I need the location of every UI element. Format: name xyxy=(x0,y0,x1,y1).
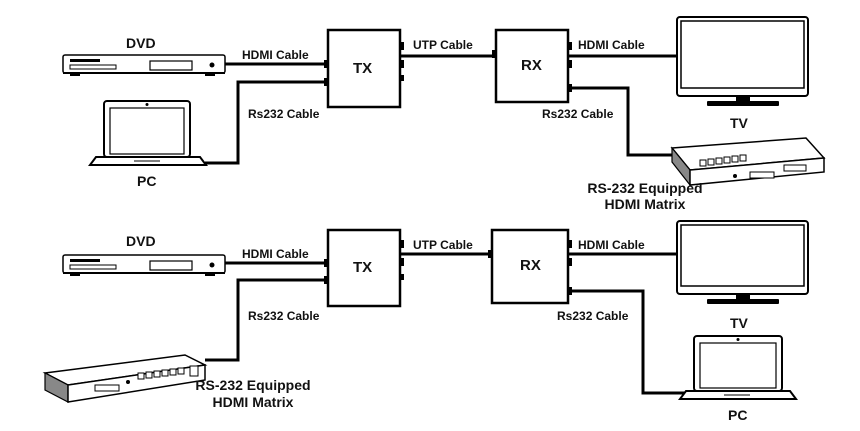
top-rs232-cable-right xyxy=(568,86,672,157)
top-tv-label: TV xyxy=(730,115,748,131)
bottom-dvd-label: DVD xyxy=(126,233,156,249)
bottom-laptop-icon xyxy=(678,335,798,400)
bottom-hdmi-cable-right-label: HDMI Cable xyxy=(578,238,645,252)
top-pc-label: PC xyxy=(137,173,157,189)
top-rs232-cable-left-label: Rs232 Cable xyxy=(248,107,320,121)
top-hdmi-cable-left-label: HDMI Cable xyxy=(242,48,309,62)
bottom-rs232-cable-right xyxy=(568,289,686,395)
top-hdmi-cable-right-label: HDMI Cable xyxy=(578,38,645,52)
bottom-rs232-cable-right-label: Rs232 Cable xyxy=(557,309,629,323)
bottom-tv-label: TV xyxy=(730,315,748,331)
top-rs232-cable-right-label: Rs232 Cable xyxy=(542,107,614,121)
top-tx-label: TX xyxy=(353,60,373,77)
bottom-dvd-icon xyxy=(62,254,226,276)
bottom-rx-box xyxy=(488,228,572,305)
bottom-tv-icon xyxy=(676,220,809,304)
top-tx-box xyxy=(324,28,404,109)
top-cables xyxy=(205,54,677,165)
top-rx-box xyxy=(492,28,572,104)
top-dvd-label: DVD xyxy=(126,35,156,51)
bottom-hdmi-cable-left-label: HDMI Cable xyxy=(242,247,309,261)
top-rx-label: RX xyxy=(521,57,542,74)
top-utp-cable-label: UTP Cable xyxy=(413,38,473,52)
top-diagram xyxy=(62,16,826,187)
top-hdmi-matrix-icon xyxy=(670,137,826,187)
bottom-tx-label: TX xyxy=(353,259,373,276)
bottom-rx-label: RX xyxy=(520,257,541,274)
top-dvd-icon xyxy=(62,54,226,76)
bottom-diagram xyxy=(42,220,809,403)
top-laptop-icon xyxy=(88,100,208,166)
top-rs232-cable-left xyxy=(205,80,328,165)
top-matrix-label-line2: HDMI Matrix xyxy=(604,196,686,212)
top-tv-icon xyxy=(676,16,809,106)
bottom-rs232-cable-left xyxy=(205,278,328,362)
bottom-cables xyxy=(205,252,686,395)
bottom-matrix-label-line2: HDMI Matrix xyxy=(212,394,294,410)
bottom-hdmi-matrix-icon xyxy=(42,354,208,403)
bottom-pc-label: PC xyxy=(728,407,748,423)
bottom-utp-cable-label: UTP Cable xyxy=(413,238,473,252)
bottom-tx-box xyxy=(324,228,404,308)
bottom-rs232-cable-left-label: Rs232 Cable xyxy=(248,309,320,323)
top-matrix-label-line1: RS-232 Equipped xyxy=(587,180,703,196)
bottom-matrix-label-line1: RS-232 Equipped xyxy=(195,377,311,393)
